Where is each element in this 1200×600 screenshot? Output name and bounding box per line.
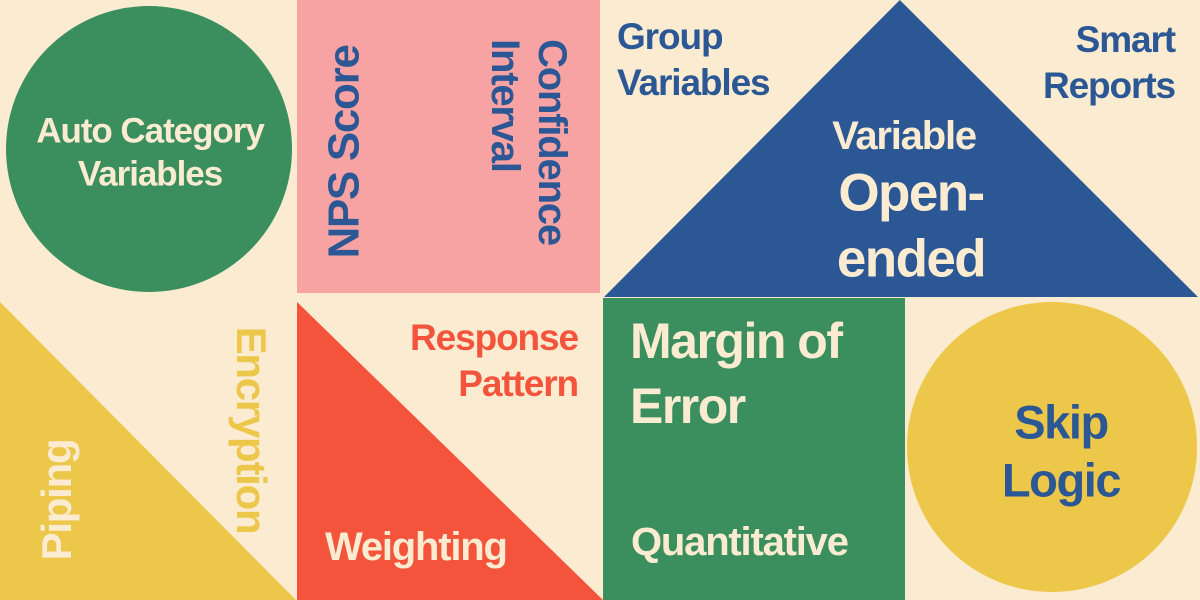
encryption-label: Encryption bbox=[228, 326, 276, 534]
quantitative-label: Quantitative bbox=[631, 520, 849, 564]
response-pattern-label: Response Pattern bbox=[410, 317, 579, 404]
auto-category-variables-label: Auto Category Variables bbox=[36, 111, 265, 194]
group-variables-label: Group Variables bbox=[617, 16, 771, 103]
skip-logic-circle bbox=[907, 302, 1197, 592]
piping-label: Piping bbox=[32, 439, 80, 561]
nps-score-label: NPS Score bbox=[319, 45, 369, 259]
skip-logic-label: Skip Logic bbox=[1001, 395, 1122, 507]
weighting-label: Weighting bbox=[325, 525, 508, 569]
smart-reports-label: Smart Reports bbox=[1042, 19, 1176, 106]
confidence-interval-label: Confidence Interval bbox=[483, 39, 575, 245]
auto-category-circle bbox=[6, 6, 292, 292]
variable-label: Variable bbox=[832, 114, 977, 159]
open-ended-label: Open-ended bbox=[836, 163, 987, 288]
margin-of-error-label: Margin of Error bbox=[630, 313, 843, 434]
nps-confidence-panel bbox=[297, 0, 600, 293]
margin-of-error-panel bbox=[603, 298, 905, 600]
